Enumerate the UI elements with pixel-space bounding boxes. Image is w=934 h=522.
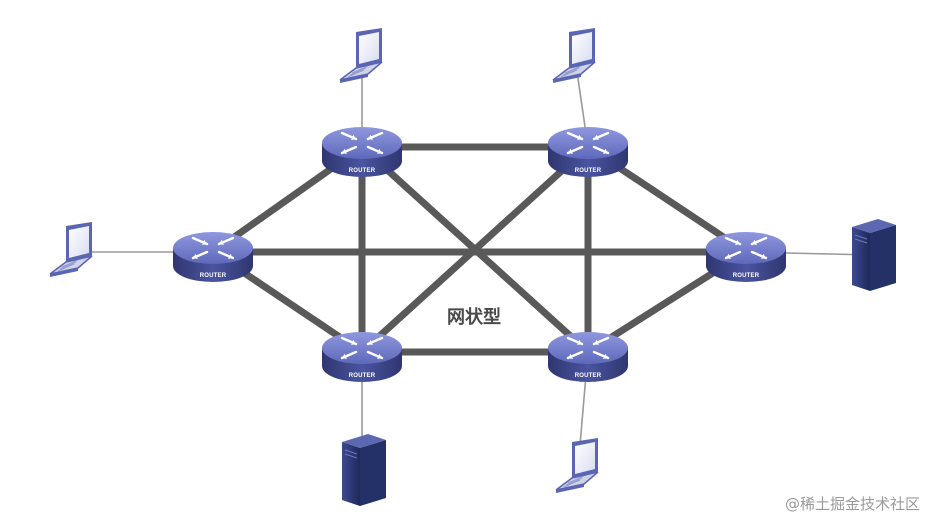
server-icon-r-bottom-left: [342, 434, 386, 506]
server-icon-r-right: [852, 219, 896, 291]
laptop-icon-r-top-left: [339, 28, 383, 83]
router-icon-r-top-left: ROUTER: [322, 127, 402, 177]
laptop-icon-r-top-right: [552, 28, 596, 83]
end-devices: [49, 28, 896, 506]
router-label: ROUTER: [200, 273, 227, 279]
router-label: ROUTER: [575, 168, 602, 174]
router-icon-r-top-right: ROUTER: [548, 127, 628, 177]
router-arrows-icon: [724, 236, 768, 260]
router-icon-r-right: ROUTER: [706, 232, 786, 282]
router-arrows-icon: [340, 336, 384, 360]
router-arrows-icon: [340, 131, 384, 155]
watermark-text: @稀土掘金技术社区: [784, 495, 920, 513]
router-arrows-icon: [191, 236, 235, 260]
router-icon-r-bottom-right: ROUTER: [548, 332, 628, 382]
router-arrows-icon: [566, 131, 610, 155]
router-label: ROUTER: [575, 373, 602, 379]
routers: ROUTER ROUTER ROUTER ROUTER ROUTER ROUTER: [173, 127, 786, 382]
router-icon-r-left: ROUTER: [173, 232, 253, 282]
router-label: ROUTER: [733, 273, 760, 279]
router-icon-r-bottom-left: ROUTER: [322, 332, 402, 382]
router-label: ROUTER: [349, 168, 376, 174]
laptop-icon-r-left: [49, 222, 93, 277]
router-label: ROUTER: [349, 373, 376, 379]
router-arrows-icon: [566, 336, 610, 360]
diagram-title: 网状型: [447, 306, 501, 328]
laptop-icon-r-bottom-right: [555, 438, 599, 493]
